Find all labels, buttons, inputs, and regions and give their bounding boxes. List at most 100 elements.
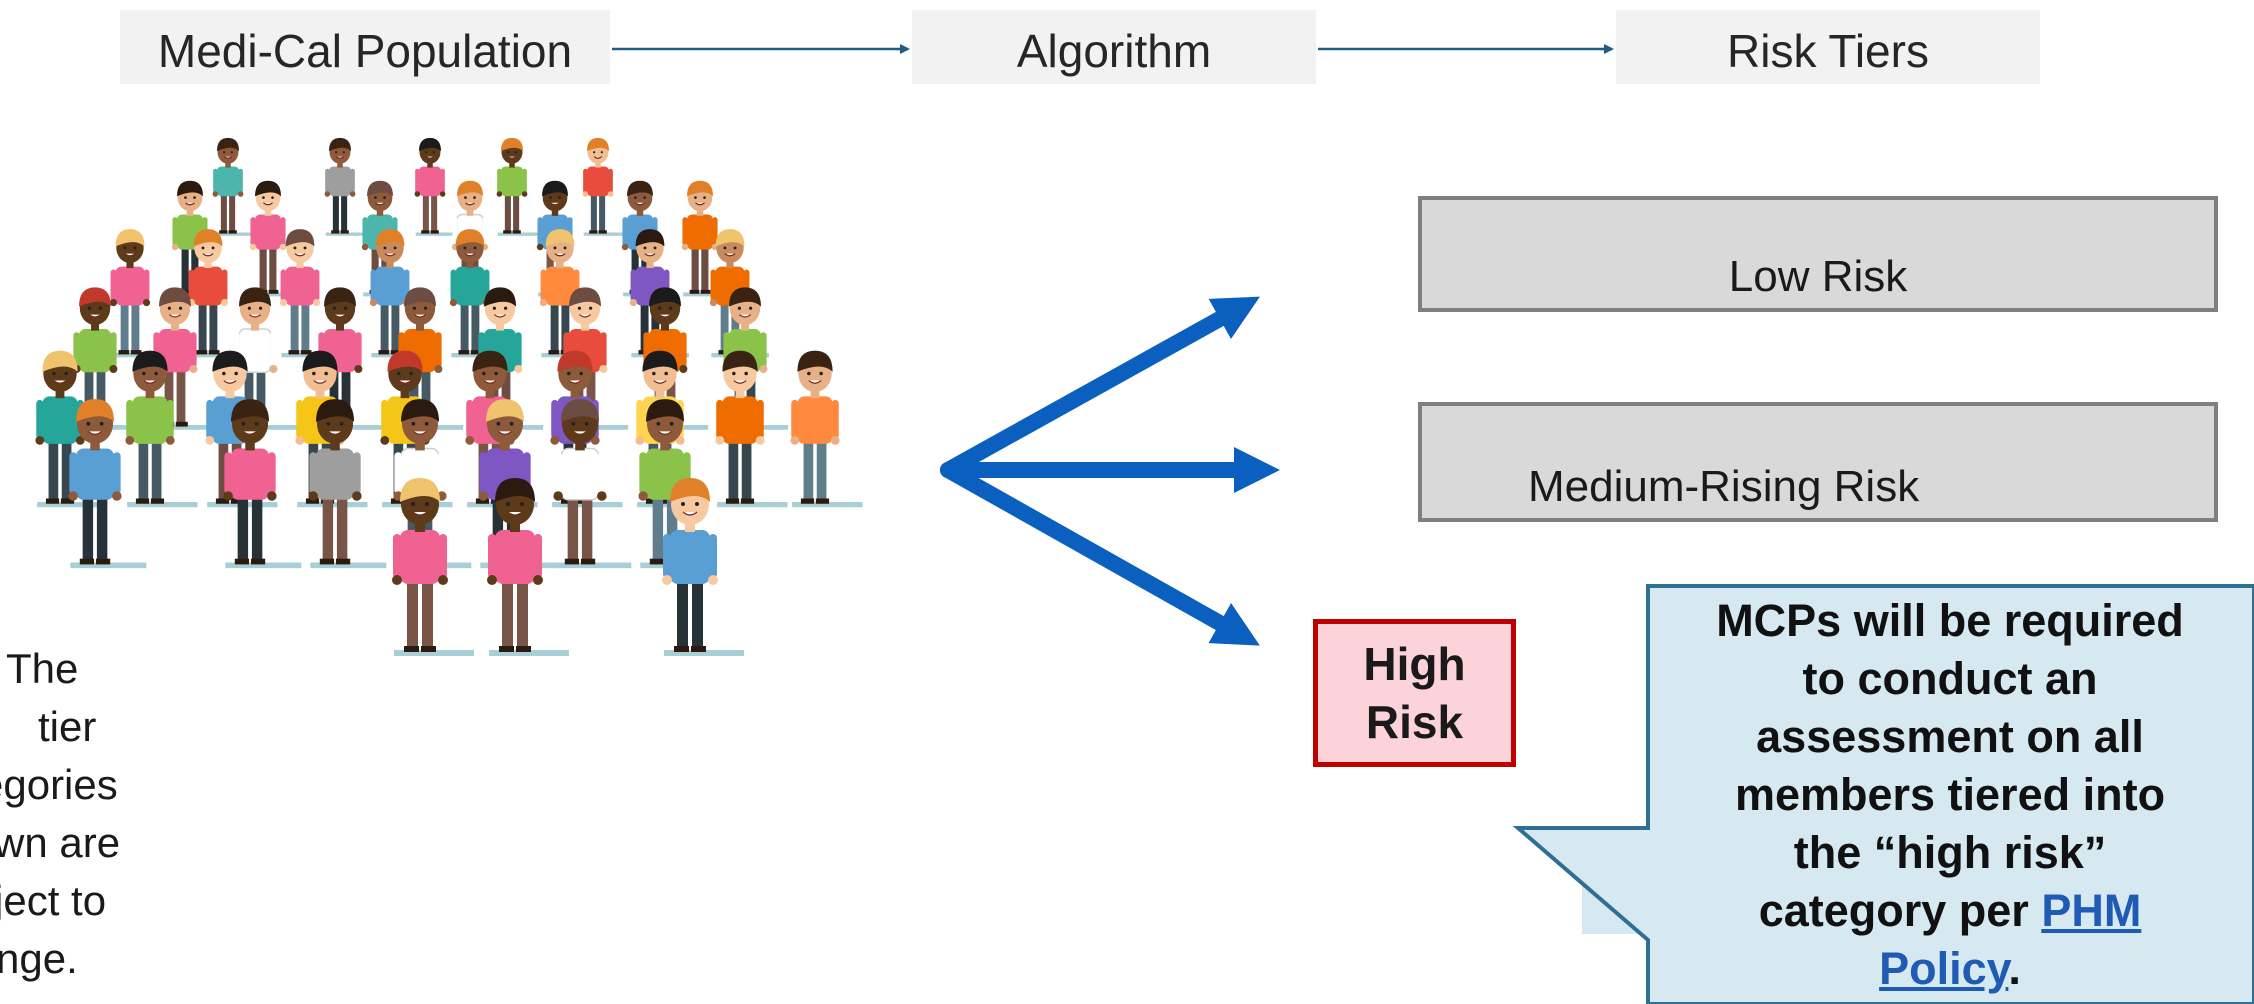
torso: [501, 166, 523, 197]
neck: [376, 209, 384, 216]
hair: [419, 137, 441, 152]
neck: [336, 322, 344, 331]
torso: [42, 396, 78, 444]
leg: [640, 301, 649, 353]
smile: [733, 380, 747, 384]
eye: [634, 196, 637, 199]
hand: [295, 436, 305, 445]
neck: [661, 322, 669, 331]
phm-policy-link[interactable]: PHM Policy: [1879, 885, 2142, 994]
person-figure: [324, 137, 370, 236]
leg: [567, 494, 579, 563]
eye: [241, 421, 246, 426]
torso: [316, 448, 354, 500]
neck: [735, 389, 745, 399]
shoe: [580, 558, 596, 565]
person-figure: [187, 229, 247, 358]
leg: [517, 578, 528, 650]
arm: [716, 399, 724, 439]
leg: [371, 245, 379, 293]
eye: [254, 421, 259, 426]
torso: [76, 448, 114, 500]
smile: [223, 156, 233, 159]
hair: [642, 350, 678, 372]
hair: [302, 350, 338, 372]
eye: [506, 502, 510, 506]
shoe: [815, 498, 830, 504]
eye: [807, 371, 811, 376]
leg: [164, 367, 174, 425]
arm: [296, 399, 304, 439]
hair: [587, 137, 609, 152]
eye: [154, 371, 158, 376]
neck: [204, 260, 212, 269]
leg: [409, 367, 419, 425]
eye: [193, 196, 196, 199]
torso: [419, 166, 441, 197]
shoe: [404, 646, 419, 652]
callout-body: MCPs will be required to conduct an asse…: [1716, 595, 2184, 936]
hand: [112, 491, 122, 501]
hand: [629, 299, 638, 307]
eye: [584, 421, 589, 426]
arm: [439, 534, 447, 578]
eye: [577, 306, 582, 310]
hand: [582, 191, 589, 197]
person-figure: [223, 399, 302, 569]
leg: [731, 301, 740, 353]
arm: [497, 168, 502, 193]
person-figure: [414, 137, 460, 236]
tier-label: Medium-Rising Risk: [1528, 462, 1920, 511]
torso: [670, 530, 710, 584]
arm: [440, 168, 445, 193]
leg: [501, 367, 511, 425]
hair: [367, 180, 393, 197]
arm: [583, 168, 588, 193]
arm: [394, 452, 402, 495]
hand: [352, 491, 362, 501]
stage-algorithm: Algorithm: [912, 10, 1316, 84]
shoe: [208, 350, 220, 355]
eye: [293, 246, 297, 250]
neck: [575, 440, 585, 451]
arm: [370, 269, 377, 302]
person-figure: [553, 399, 632, 569]
neck: [400, 389, 410, 399]
smile: [568, 380, 582, 384]
neck: [570, 389, 580, 399]
eye: [504, 306, 508, 310]
torso: [217, 166, 239, 197]
hand: [514, 365, 523, 373]
hair: [501, 137, 523, 152]
neck: [145, 389, 155, 399]
floor-shadow: [70, 562, 147, 569]
arm: [630, 269, 637, 302]
hand: [279, 243, 287, 251]
torso: [79, 329, 111, 373]
smile: [375, 202, 385, 206]
leg: [692, 578, 703, 650]
eye: [201, 246, 205, 250]
hair: [646, 399, 684, 422]
eye: [211, 246, 215, 250]
floor-shadow: [583, 232, 628, 236]
hand: [171, 243, 179, 251]
shoe: [499, 646, 514, 652]
eye: [656, 421, 661, 426]
torso: [455, 266, 485, 306]
smile: [554, 253, 566, 257]
leg: [176, 367, 186, 425]
hand: [638, 491, 648, 501]
shoe: [331, 230, 340, 234]
eye: [749, 306, 753, 310]
hand: [267, 491, 277, 501]
person-figure: [68, 399, 147, 569]
hair: [76, 399, 114, 422]
smile: [143, 380, 157, 384]
hand: [662, 575, 672, 585]
arm: [280, 217, 286, 246]
eye: [589, 306, 593, 310]
hand: [68, 491, 78, 501]
smile: [242, 430, 258, 435]
leg: [741, 438, 752, 502]
